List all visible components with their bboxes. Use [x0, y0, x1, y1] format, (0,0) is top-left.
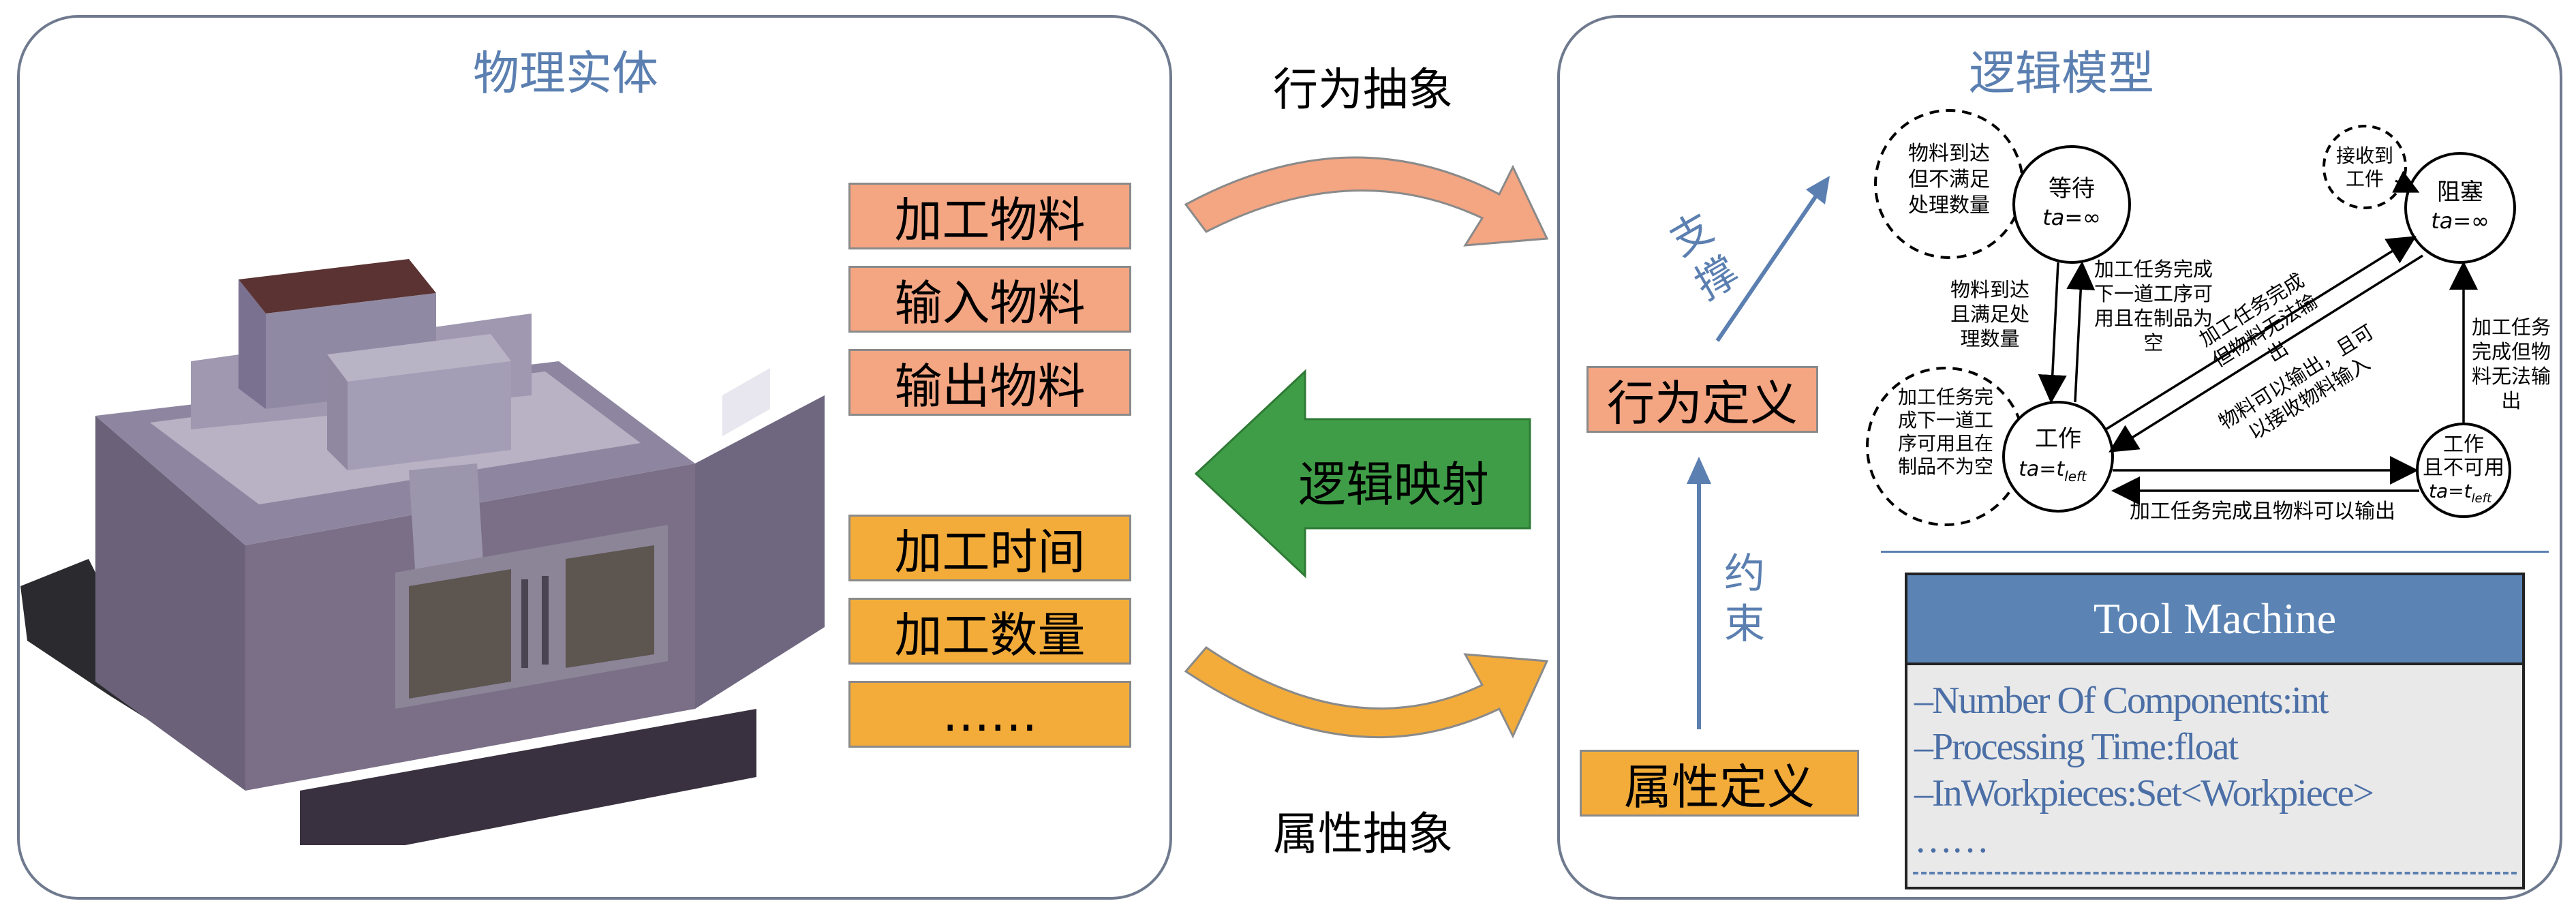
cond-arrive-not-enough-text: 物料到达但不满足处理数量 — [1908, 142, 1990, 217]
behavior-definition-box: 行为定义 — [1586, 366, 1818, 433]
edge-block-to-work — [2109, 254, 2423, 453]
edge-wait-to-work — [2038, 262, 2067, 403]
trans-task-done-to-wait: 加工任务完成下一道工序可用且在制品为空 — [2094, 258, 2213, 354]
state-work-ta: ta=tleft — [2019, 457, 2087, 485]
state-work — [2002, 401, 2114, 513]
state-wait-name: 等待 — [2049, 175, 2095, 202]
processing-time-label: 加工时间 — [848, 515, 1131, 581]
edge-received-to-block — [2392, 170, 2420, 193]
processing-material-label: 加工物料 — [848, 183, 1131, 249]
physical-entity-title: 物理实体 — [472, 47, 658, 101]
logic-mapping-arrow — [1194, 369, 1531, 579]
state-wait-ta: ta=∞ — [2042, 204, 2101, 230]
attribute-abstraction-arrow — [1184, 646, 1549, 739]
support-constraint-arrows — [1687, 176, 1830, 729]
state-diagram: 等待 ta=∞ 阻塞 ta=∞ 工作 ta=tleft 工作 且不可用 ta=t… — [1866, 109, 2551, 526]
output-material-label: 输出物料 — [848, 349, 1131, 416]
tool-machine-class-box: Tool Machine –Number Of Components:int –… — [1905, 573, 2525, 889]
attribute-abstraction-caption: 属性抽象 — [1273, 808, 1453, 860]
trans-arrive-enough: 物料到达且满足处理数量 — [1950, 278, 2029, 350]
class-attr-components: –Number Of Components:int — [1914, 680, 2329, 722]
class-attr-processing-time: –Processing Time:float — [1914, 726, 2239, 768]
machine-tool-illustration — [20, 259, 825, 845]
processing-quantity-label: 加工数量 — [848, 598, 1131, 665]
logic-mapping-caption: 逻辑映射 — [1298, 457, 1489, 513]
state-unavailable-ta: ta=tleft — [2429, 480, 2492, 506]
state-block-ta: ta=∞ — [2431, 208, 2489, 234]
edge-work-to-block — [2105, 236, 2417, 431]
logic-model-title: 逻辑模型 — [1968, 47, 2154, 101]
class-name: Tool Machine — [1907, 575, 2522, 665]
trans-task-done-unavail-blocked: 加工任务完成但物料无法输出 — [2472, 316, 2551, 412]
condition-received-workpiece — [2322, 125, 2407, 209]
state-unavailable-name-2: 且不可用 — [2423, 456, 2504, 480]
state-unavailable-name-1: 工作 — [2443, 433, 2484, 457]
cond-received-workpiece-text: 接收到工件 — [2336, 144, 2393, 190]
attribute-definition-box: 属性定义 — [1580, 750, 1859, 817]
class-attr-inworkpieces: –InWorkpieces:Set<Workpiece> — [1914, 772, 2374, 814]
behavior-abstraction-arrow — [1184, 156, 1549, 247]
edge-work-to-wait — [2066, 261, 2096, 403]
class-dashed-line — [1913, 872, 2517, 874]
constraint-label: 约束 — [1724, 550, 1765, 648]
input-material-label: 输入物料 — [848, 266, 1131, 333]
state-work-name: 工作 — [2035, 425, 2081, 453]
separator-line — [1881, 551, 2549, 553]
state-block-name: 阻塞 — [2437, 179, 2483, 206]
cond-task-done-next-ok-text: 加工任务完成下一道工序可用且在制品不为空 — [1898, 386, 1993, 478]
behavior-abstraction-caption: 行为抽象 — [1273, 63, 1453, 116]
trans-task-done-output: 加工任务完成且物料可以输出 — [2130, 500, 2395, 523]
ellipsis-label: …… — [848, 681, 1131, 748]
class-attr-ellipsis: …… — [1914, 819, 1989, 861]
